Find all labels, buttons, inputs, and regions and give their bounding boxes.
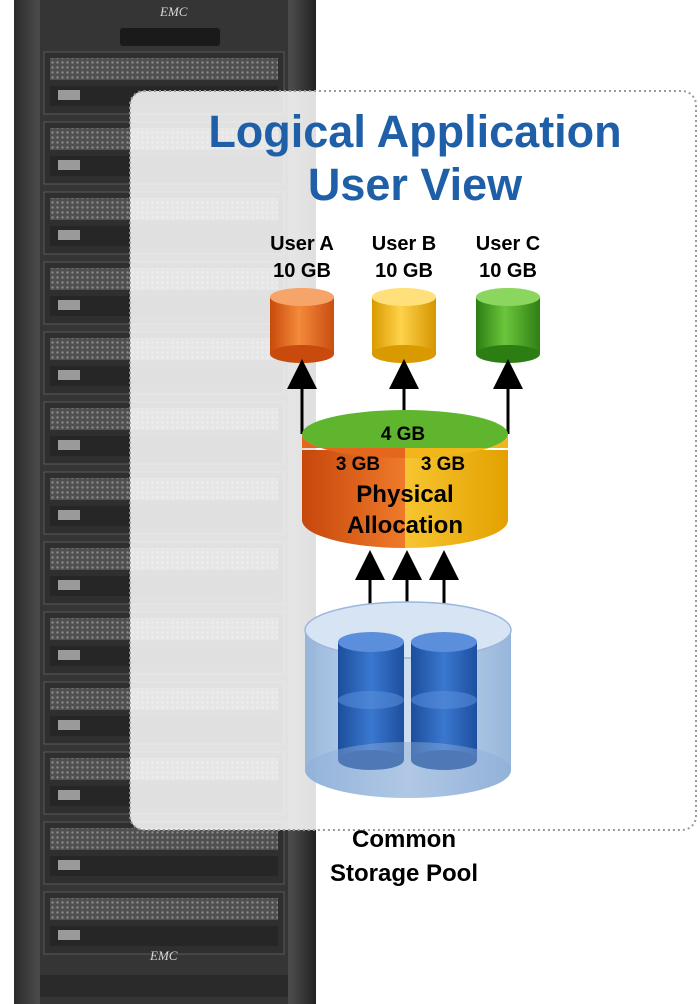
allocation-label-line-1: Physical — [356, 481, 453, 508]
user-b-capacity: 10 GB — [375, 260, 433, 282]
user-b-cylinder-icon — [372, 288, 436, 363]
user-c-capacity: 10 GB — [479, 260, 537, 282]
user-a-name: User A — [270, 233, 334, 255]
rack-display-panel — [120, 28, 220, 46]
pool-label-line-1: Common — [352, 826, 456, 853]
pool-label-line-2: Storage Pool — [330, 860, 478, 887]
rack-brand-top: EMC — [159, 4, 188, 19]
user-a-group: User A 10 GB — [270, 233, 334, 363]
user-a-capacity: 10 GB — [273, 260, 331, 282]
allocation-top-segment-label: 4 GB — [381, 424, 425, 445]
allocation-left-segment-label: 3 GB — [336, 454, 380, 475]
title-line-2: User View — [308, 159, 523, 210]
user-a-cylinder-icon — [270, 288, 334, 363]
user-c-group: User C 10 GB — [476, 233, 540, 363]
title-line-1: Logical Application — [208, 106, 621, 157]
allocation-right-segment-label: 3 GB — [421, 454, 465, 475]
storage-pool-icon — [304, 601, 512, 798]
physical-allocation-cylinder-icon — [302, 410, 508, 548]
allocation-label-line-2: Allocation — [347, 512, 463, 539]
user-arrows — [287, 359, 523, 434]
rack-brand-bottom: EMC — [149, 948, 178, 963]
rack-unit — [43, 821, 285, 885]
user-b-group: User B 10 GB — [372, 233, 436, 363]
pool-disk-right-icon — [411, 632, 477, 770]
user-c-cylinder-icon — [476, 288, 540, 363]
pool-disk-left-icon — [338, 632, 404, 770]
user-b-name: User B — [372, 233, 436, 255]
user-c-name: User C — [476, 233, 540, 255]
rack-unit — [43, 891, 285, 955]
